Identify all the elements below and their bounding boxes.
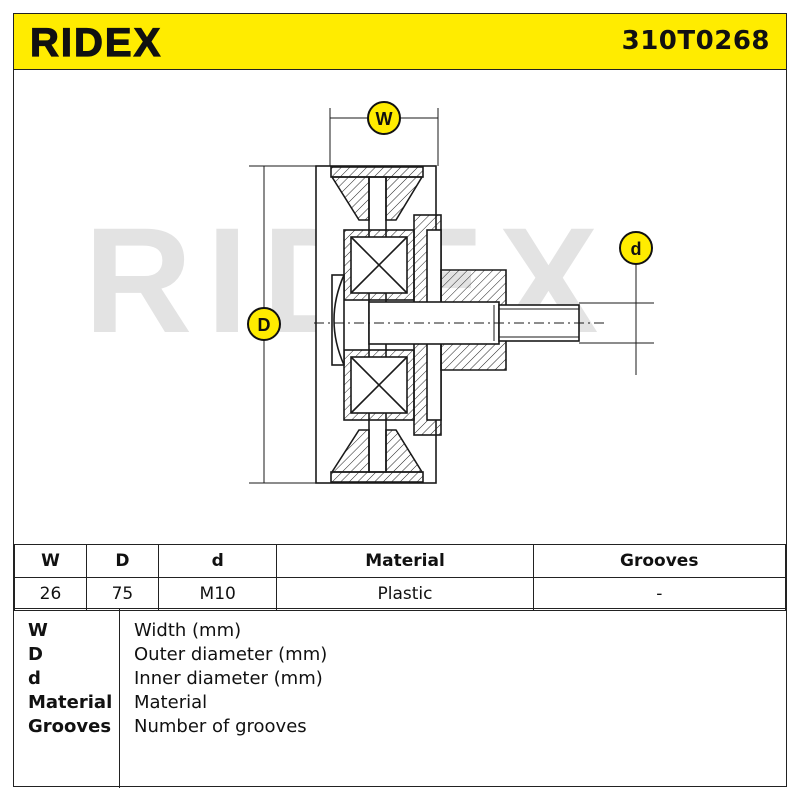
spec-value: 75 [85, 577, 159, 611]
spec-value: M10 [157, 577, 278, 611]
legend: W D d Material Grooves Width (mm) Outer … [14, 608, 786, 788]
spec-header: D [85, 544, 159, 578]
legend-desc: Width (mm) [134, 620, 242, 641]
legend-desc: Number of grooves [134, 716, 307, 737]
spec-value: Plastic [276, 577, 534, 611]
header-bar: RIDEX 310T0268 [14, 14, 786, 70]
spec-header: Material [276, 544, 534, 578]
legend-desc: Material [134, 692, 208, 713]
dimension-inner-diameter: d [579, 231, 654, 375]
dimension-width: W [329, 101, 439, 166]
legend-keys: W D d Material Grooves [28, 619, 112, 739]
technical-drawing: RIDEX [84, 101, 654, 484]
spec-header: W [14, 544, 87, 578]
spec-value-row: 26 75 M10 Plastic - [14, 577, 787, 611]
spec-value: 26 [14, 577, 87, 611]
dimension-outer-diameter: D [247, 165, 316, 484]
spec-header: Grooves [532, 544, 787, 578]
legend-descriptions: Width (mm) Outer diameter (mm) Inner dia… [134, 619, 327, 739]
legend-desc: Inner diameter (mm) [134, 668, 323, 689]
legend-key: d [28, 668, 41, 689]
legend-key: D [28, 644, 43, 665]
brand-logo: RIDEX [28, 20, 208, 66]
label-width: W [376, 109, 393, 129]
pulley-section [314, 165, 604, 484]
spec-header: d [157, 544, 278, 578]
legend-key: W [28, 620, 48, 641]
legend-desc: Outer diameter (mm) [134, 644, 328, 665]
datasheet: RIDEX 310T0268 RIDEX [13, 13, 787, 788]
spec-header-row: W D d Material Grooves [14, 544, 787, 578]
spec-table: W D d Material Grooves 26 75 M10 Plastic… [14, 544, 787, 611]
svg-text:RIDEX: RIDEX [30, 21, 162, 62]
legend-divider [119, 609, 120, 788]
label-inner-diameter: d [631, 239, 642, 259]
legend-key: Material [28, 692, 113, 713]
spec-value: - [532, 577, 787, 611]
legend-key: Grooves [28, 716, 112, 737]
part-number: 310T0268 [621, 26, 770, 56]
label-outer-diameter: D [258, 315, 271, 335]
